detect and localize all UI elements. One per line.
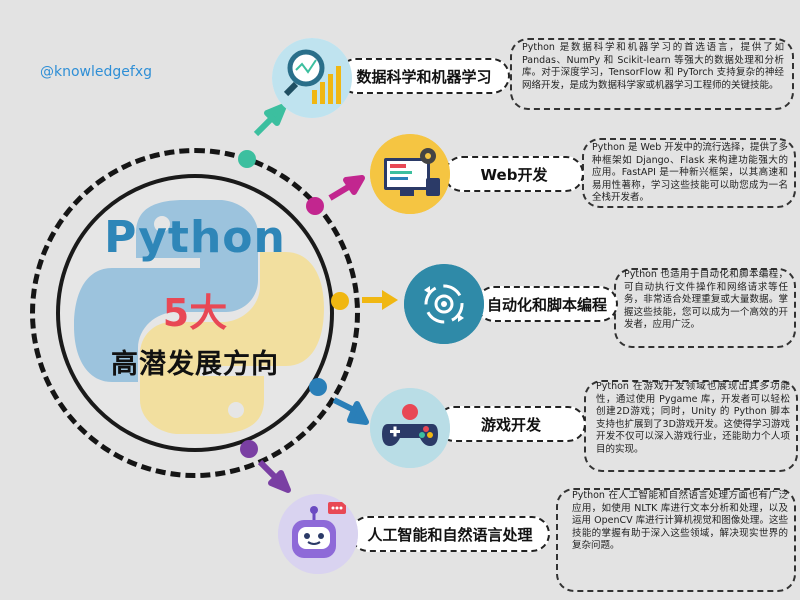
label-web: Web开发 — [444, 156, 584, 192]
automation-gear-icon — [404, 264, 484, 344]
arrow-icon-3 — [362, 290, 398, 310]
hub-inner-circle — [56, 174, 334, 452]
connector-dot-3 — [331, 292, 349, 310]
connector-dot-1 — [238, 150, 256, 168]
hub-title: Python — [104, 212, 286, 263]
description-ai-nlp: Python 在人工智能和自然语言处理方面也有广泛应用，如使用 NLTK 库进行… — [572, 490, 788, 552]
python-logo-icon — [74, 200, 324, 434]
hub-outer-ring — [30, 148, 360, 478]
label-automation: 自动化和脚本编程 — [476, 286, 618, 322]
label-data-science: 数据科学和机器学习 — [338, 58, 510, 94]
magnifier-chart-icon — [272, 38, 352, 118]
description-bubble-1 — [510, 38, 794, 110]
arrow-icon-1 — [253, 103, 287, 137]
gamepad-icon — [370, 388, 450, 468]
description-web: Python 是 Web 开发中的流行选择，提供了多种框架如 Django、Fl… — [592, 142, 788, 204]
connector-dot-2 — [306, 197, 324, 215]
web-dev-icon — [370, 134, 450, 214]
robot-icon — [278, 494, 358, 574]
connector-dot-4 — [309, 378, 327, 396]
arrow-icon-4 — [332, 397, 369, 425]
arrow-icon-2 — [328, 175, 365, 201]
author-handle: @knowledgefxg — [40, 64, 152, 80]
arrow-icon-5 — [257, 459, 291, 493]
hub-count: 5大 — [162, 291, 228, 335]
description-data-science: Python 是数据科学和机器学习的首选语言，提供了如 Pandas、NumPy… — [522, 42, 784, 91]
hub-subtitle: 高潜发展方向 — [111, 349, 279, 380]
description-bubble-5 — [556, 488, 796, 592]
label-game: 游戏开发 — [436, 406, 586, 442]
description-automation: Python 也适用于自动化和脚本编程，可自动执行文件操作和网络请求等任务，非常… — [624, 269, 788, 331]
label-ai-nlp: 人工智能和自然语言处理 — [350, 516, 550, 552]
connector-dot-5 — [240, 440, 258, 458]
description-game: Python 在游戏开发领域也展现出其多功能性，通过使用 Pygame 库，开发… — [596, 381, 790, 455]
